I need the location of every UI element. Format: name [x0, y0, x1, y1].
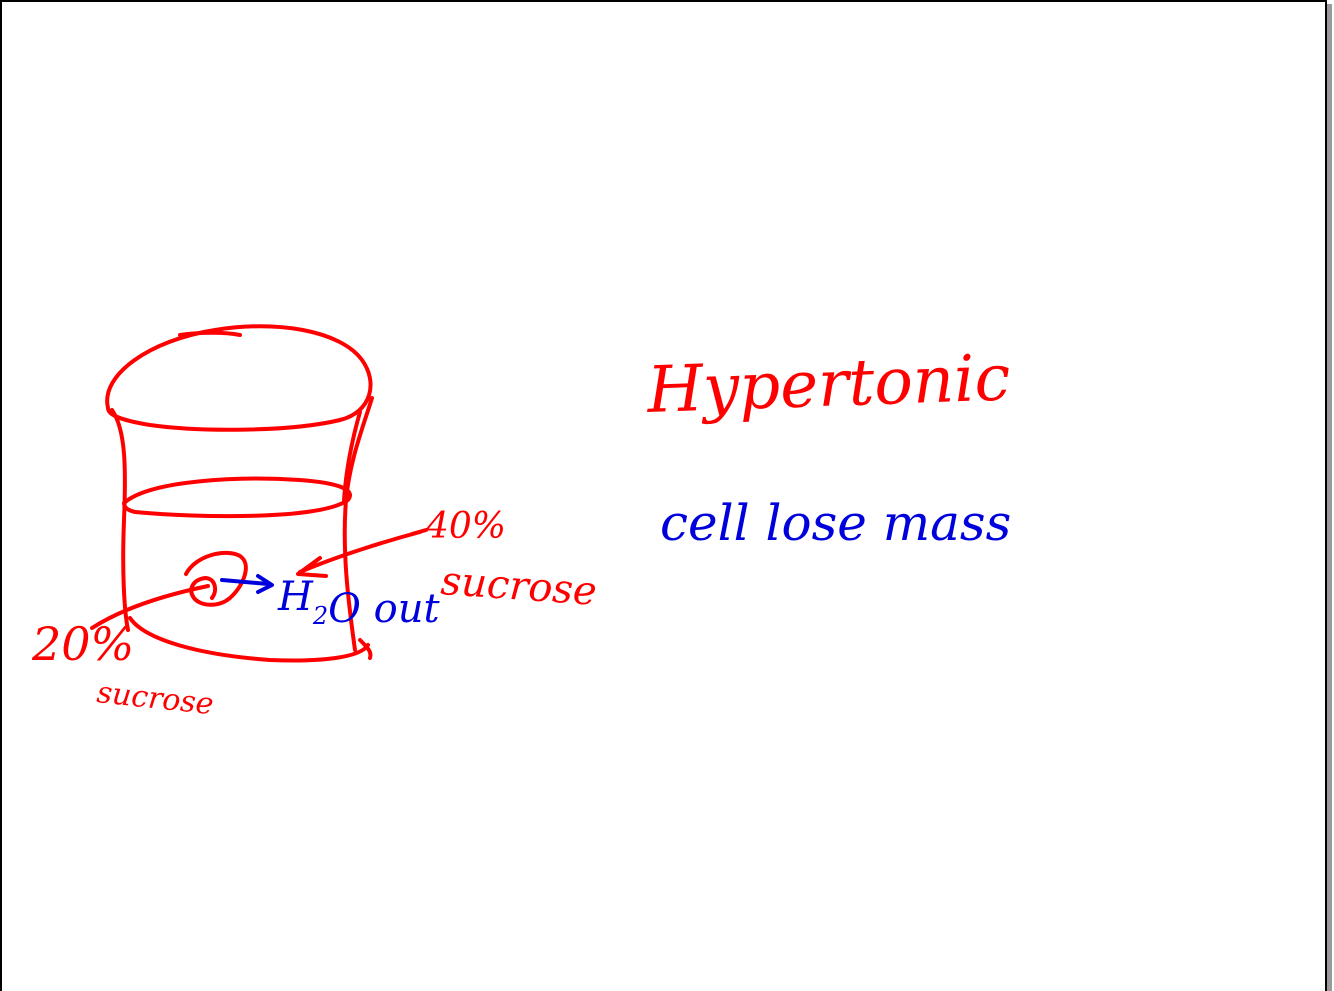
- beaker-bottom: [128, 616, 370, 663]
- beaker-water-line: [122, 476, 352, 519]
- label-water-out: H2O out: [277, 574, 441, 632]
- heading-hypertonic: Hypertonic: [645, 341, 1012, 428]
- water-out-arrow: [220, 574, 274, 594]
- cell-blob: [184, 550, 248, 607]
- beaker-right-wall-2: [342, 410, 362, 502]
- beaker-bottom-mark: [358, 638, 373, 660]
- label-outside-concentration: 40%: [425, 506, 506, 547]
- label-water-subscript: 2: [312, 602, 328, 630]
- pointer-arrow-40: [298, 530, 422, 574]
- beaker-rim-stroke: [178, 330, 242, 337]
- beaker-left-wall: [110, 408, 130, 632]
- pointer-arrow-40-head: [296, 556, 328, 578]
- pointer-line-20: [90, 584, 210, 630]
- label-inside-concentration: 20%: [31, 617, 134, 671]
- label-water-h: H: [277, 574, 314, 620]
- beaker-rim: [105, 324, 373, 432]
- pointer-arrow-40-dot: [410, 528, 428, 536]
- beaker-drawing: [90, 324, 428, 663]
- subheading-cell-lose-mass: cell lose mass: [660, 494, 1011, 552]
- label-outside-solute: sucrose: [439, 558, 598, 615]
- label-water-o-out: O out: [328, 586, 440, 632]
